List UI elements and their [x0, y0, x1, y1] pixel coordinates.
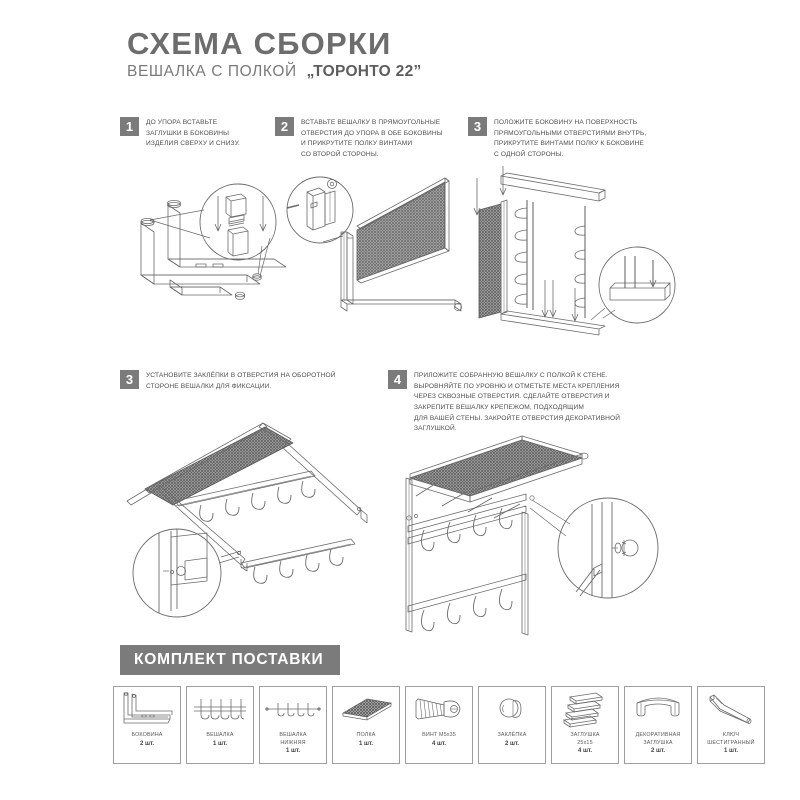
part-name: ПОЛКА [356, 732, 376, 738]
part-item: ВЕШАЛКА НИЖНЯЯ 1 шт. [259, 686, 327, 764]
part-name: ДЕКОРАТИВНАЯ ЗАГЛУШКА [635, 732, 681, 746]
step-1-number: 1 [120, 117, 139, 136]
step-3b-header: 3 УСТАНОВИТЕ ЗАКЛЁПКИ В ОТВЕРСТИЯ НА ОБО… [120, 370, 355, 392]
part-name: ВЕШАЛКА НИЖНЯЯ [279, 732, 307, 746]
part-qty: 2 шт. [504, 740, 520, 747]
step-3-text: ПОЛОЖИТЕ БОКОВИНУ НА ПОВЕРХНОСТЬ ПРЯМОУГ… [494, 119, 647, 159]
figure-step-3 [465, 160, 680, 336]
part-name: ЗАКЛЁПКА [497, 732, 527, 738]
part-qty: 4 шт. [577, 748, 593, 755]
end-cap-icon [552, 687, 618, 731]
part-item: ВЕШАЛКА 1 шт. [186, 686, 254, 764]
part-qty: 1 шт. [285, 748, 301, 755]
figure-step-1 [110, 160, 310, 330]
part-item: ВИНТ М5х35 4 шт. [405, 686, 473, 764]
step-2-number: 2 [275, 117, 294, 136]
part-qty: 1 шт. [212, 740, 228, 747]
step-4-number: 4 [388, 370, 407, 389]
subtitle-model: „ТОРОНТО 22” [306, 62, 422, 80]
step-1-text: ДО УПОРА ВСТАВЬТЕ ЗАГЛУШКИ В БОКОВИНЫ ИЗ… [146, 119, 240, 148]
kit-banner: КОМПЛЕКТ ПОСТАВКИ [120, 645, 340, 675]
step-3-number: 3 [468, 117, 487, 136]
figure-step-2 [285, 160, 485, 335]
step-4-text: ПРИЛОЖИТЕ СОБРАННУЮ ВЕШАЛКУ С ПОЛКОЙ К С… [414, 372, 621, 433]
step-3-header: 3 ПОЛОЖИТЕ БОКОВИНУ НА ПОВЕРХНОСТЬ ПРЯМО… [468, 117, 668, 161]
part-item: ПОЛКА 1 шт. [332, 686, 400, 764]
screw-icon [406, 687, 472, 731]
step-1-header: 1 ДО УПОРА ВСТАВЬТЕ ЗАГЛУШКИ В БОКОВИНЫ … [120, 117, 270, 150]
step-3b-text: УСТАНОВИТЕ ЗАКЛЁПКИ В ОТВЕРСТИЯ НА ОБОРО… [146, 372, 336, 390]
part-item: КЛЮЧ ШЕСТИГРАННЫЙ 1 шт. [697, 686, 765, 764]
part-name: КЛЮЧ ШЕСТИГРАННЫЙ [707, 732, 755, 746]
part-name: БОКОВИНА [131, 732, 163, 738]
hook-rail-icon [187, 687, 253, 731]
kit-parts-row: БОКОВИНА 2 шт. ВЕШАЛКА 1 шт. [113, 686, 765, 764]
part-item: ДЕКОРАТИВНАЯ ЗАГЛУШКА 2 шт. [624, 686, 692, 764]
mesh-shelf-icon [333, 687, 399, 731]
part-name: ВЕШАЛКА [206, 732, 234, 738]
subtitle-product: ВЕШАЛКА С ПОЛКОЙ [127, 62, 297, 80]
lower-hook-rail-icon [260, 687, 326, 731]
title-block: СХЕМА СБОРКИ ВЕШАЛКА С ПОЛКОЙ „ТОРОНТО 2… [127, 28, 422, 81]
part-qty: 2 шт. [139, 740, 155, 747]
part-qty: 2 шт. [650, 748, 666, 755]
part-name: ВИНТ М5х35 [422, 732, 456, 738]
part-item: ЗАГЛУШКА 25х15 4 шт. [551, 686, 619, 764]
figure-step-3b [115, 405, 380, 635]
page-subtitle: ВЕШАЛКА С ПОЛКОЙ „ТОРОНТО 22” [127, 63, 422, 81]
decor-cap-icon [625, 687, 691, 731]
part-qty: 1 шт. [723, 748, 739, 755]
side-frame-icon [114, 687, 180, 731]
step-2-header: 2 ВСТАВЬТЕ ВЕШАЛКУ В ПРЯМОУГОЛЬНЫЕ ОТВЕР… [275, 117, 460, 161]
rivet-icon [479, 687, 545, 731]
part-name: ЗАГЛУШКА 25х15 [570, 732, 600, 746]
hex-key-icon [698, 687, 764, 731]
part-item: ЗАКЛЁПКА 2 шт. [478, 686, 546, 764]
step-4-header: 4 ПРИЛОЖИТЕ СОБРАННУЮ ВЕШАЛКУ С ПОЛКОЙ К… [388, 370, 663, 435]
part-qty: 1 шт. [358, 740, 374, 747]
step-2-text: ВСТАВЬТЕ ВЕШАЛКУ В ПРЯМОУГОЛЬНЫЕ ОТВЕРСТ… [301, 119, 443, 159]
figure-step-4 [380, 420, 680, 636]
part-item: БОКОВИНА 2 шт. [113, 686, 181, 764]
page-title: СХЕМА СБОРКИ [127, 26, 392, 61]
step-3b-number: 3 [120, 370, 139, 389]
part-qty: 4 шт. [431, 740, 447, 747]
